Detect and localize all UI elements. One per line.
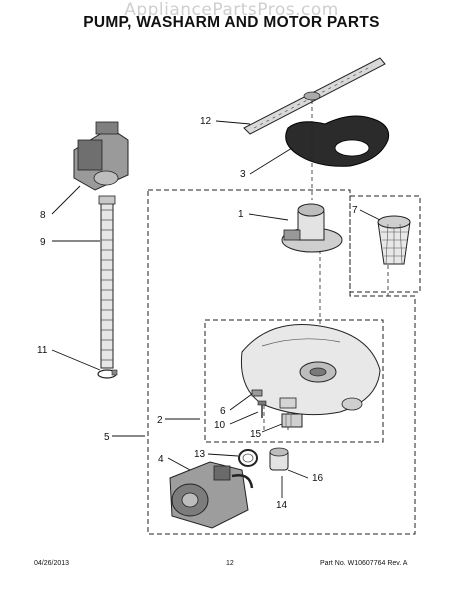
assembly-boundary: [147, 189, 421, 535]
footer-page-number: 12: [226, 560, 234, 567]
callout-16: 16: [312, 473, 324, 484]
callout-6: 6: [220, 406, 226, 417]
callout-4: 4: [158, 454, 164, 465]
drain-hose: [98, 195, 116, 369]
callout-8: 8: [40, 210, 46, 221]
filter-basket: [377, 215, 411, 265]
hose-clamp: [97, 369, 118, 379]
callout-13: 13: [194, 449, 206, 460]
callout-1: 1: [238, 209, 244, 220]
callout-10: 10: [214, 420, 226, 431]
callout-7: 7: [352, 205, 358, 216]
watermark: AppliancePartsPros.com: [124, 0, 339, 20]
filter-cover-plate: [285, 115, 390, 167]
callout-5: 5: [104, 432, 110, 443]
check-valve: [269, 447, 289, 471]
leader-lines: [51, 120, 381, 498]
page-title: PUMP, WASHARM AND MOTOR PARTS: [83, 14, 380, 31]
retainer-clip: [251, 389, 263, 397]
footer-date: 04/26/2013: [34, 560, 70, 567]
footer-part-number: Part No. W10607764 Rev. A: [320, 560, 408, 567]
callout-11: 11: [37, 345, 48, 356]
callout-15: 15: [250, 429, 262, 440]
alignment-lines: [263, 100, 389, 430]
callout-12: 12: [200, 116, 212, 127]
callout-2: 2: [157, 415, 163, 426]
callout-3: 3: [240, 169, 246, 180]
pump-housing-part: [281, 203, 343, 253]
callout-14: 14: [276, 500, 288, 511]
screw: [257, 400, 267, 418]
pump-motor: [169, 461, 254, 529]
pump-gasket: [238, 449, 258, 467]
callout-9: 9: [40, 237, 46, 248]
circulation-pump-module: [73, 121, 129, 191]
sensor-block: [281, 413, 303, 428]
